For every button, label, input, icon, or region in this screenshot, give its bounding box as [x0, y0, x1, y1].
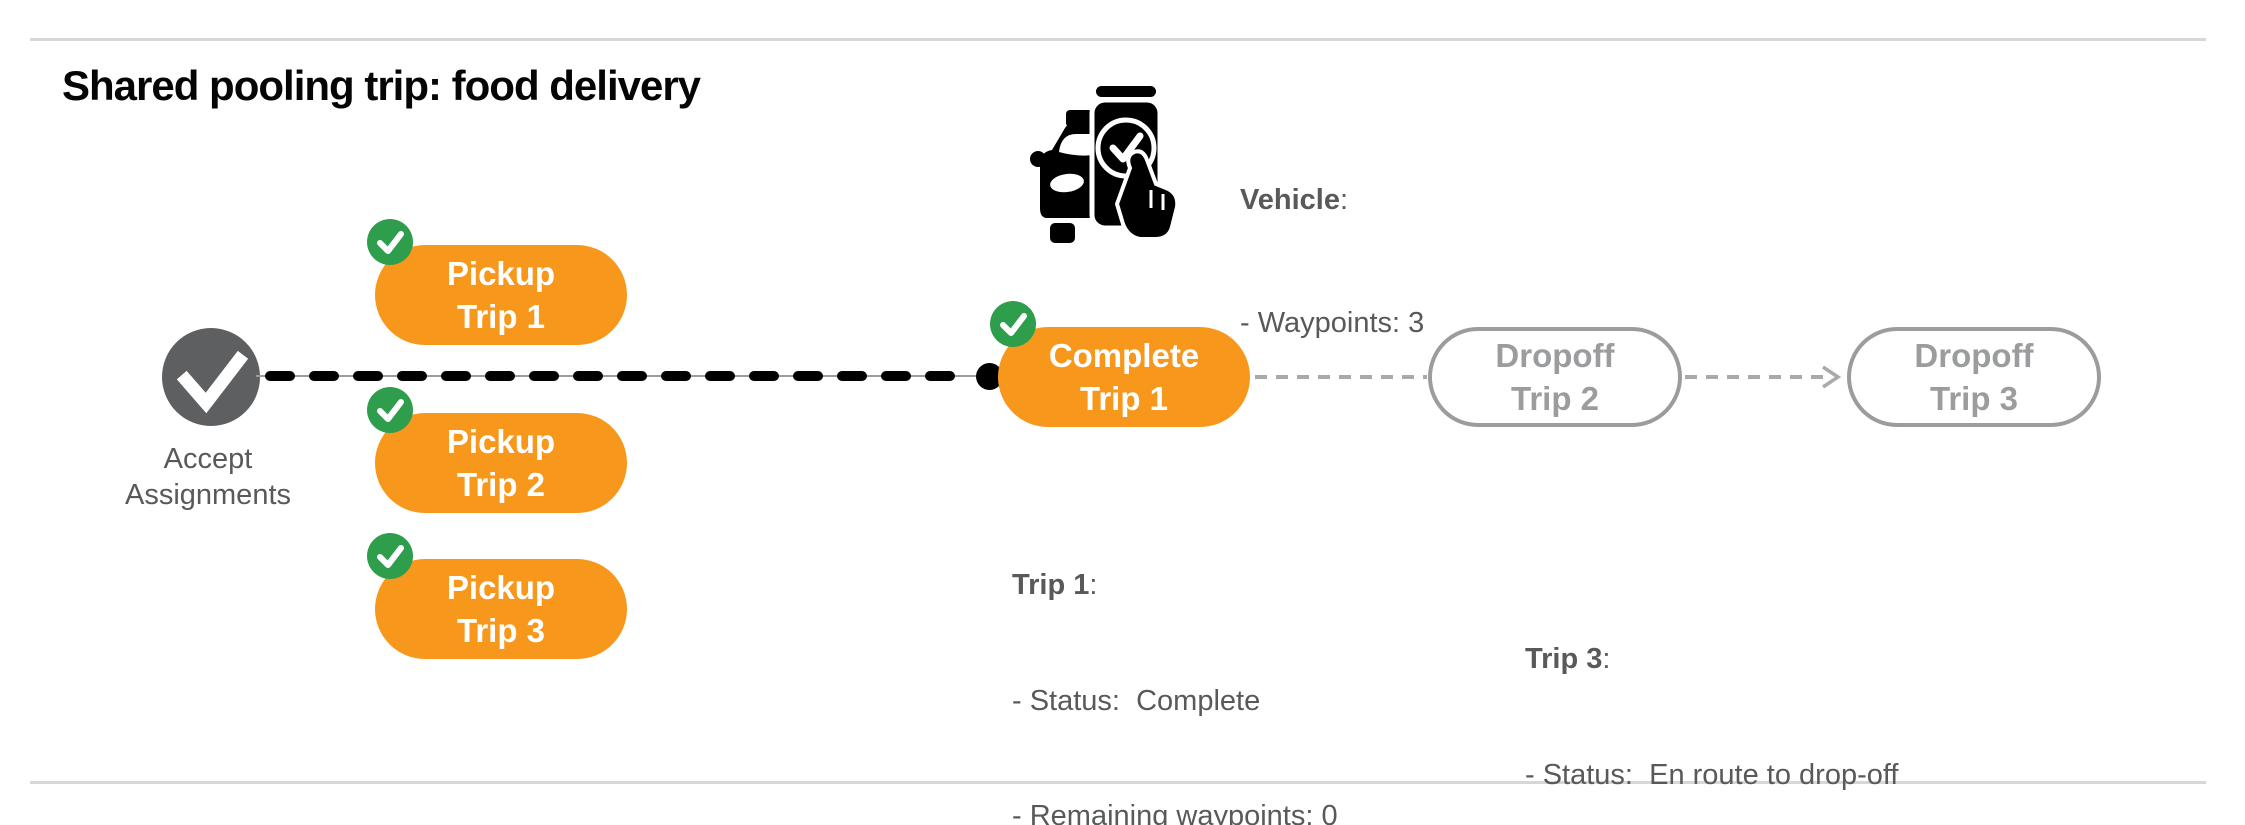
check-badge-icon	[377, 399, 404, 422]
accept-assignments-label: Accept Assignments	[124, 443, 291, 511]
trip-1-waypoints-line: - Remaining waypoints: 0	[1012, 800, 1338, 825]
vehicle-label: Vehicle	[1240, 184, 1340, 216]
vehicle-label-colon: :	[1339, 184, 1349, 216]
pickup-trip-3-node: Pickup Trip 3	[367, 533, 627, 659]
check-badge-icon	[377, 545, 404, 568]
trip-1-status-line: - Status: Complete	[1012, 684, 1261, 717]
check-badge-icon	[1000, 313, 1027, 336]
vehicle-waypoints: - Waypoints: 3	[1240, 307, 1425, 339]
completed-check-badge	[990, 301, 1036, 347]
trip-3-status-line: - Status: En route to drop-off	[1525, 758, 1899, 791]
completed-check-badge	[367, 533, 413, 579]
completed-check-badge	[367, 219, 413, 265]
trip-3-status-title: Trip 3:	[1525, 643, 1611, 675]
vehicle-label-line: Vehicle:	[1240, 180, 1424, 221]
dropoff-trip-2-node: Dropoff Trip 2	[1428, 327, 1682, 427]
complete-trip-1-node: Complete Trip 1	[990, 301, 1250, 427]
dropoff-trip-3-node: Dropoff Trip 3	[1847, 327, 2101, 427]
vehicle-info: Vehicle: - Waypoints: 3	[1240, 98, 1424, 426]
check-icon	[176, 350, 249, 414]
completed-check-badge	[367, 387, 413, 433]
bottom-divider	[30, 781, 2206, 784]
trip-status-block-right: Trip 3: - Status: En route to drop-off -…	[1525, 563, 1898, 825]
trip-status-block-left: Trip 1: - Status: Complete - Remaining w…	[1012, 489, 1385, 825]
check-badge-icon	[377, 231, 404, 254]
dropoff2-to-dropoff3-connector	[1685, 365, 1842, 389]
arrow-right-icon	[1822, 365, 1842, 389]
pickup-trip-2-node: Pickup Trip 2	[367, 387, 627, 513]
trip-1-status-title: Trip 1:	[1012, 569, 1098, 601]
complete-to-dropoff2-connector	[1255, 375, 1427, 379]
top-divider	[30, 38, 2206, 41]
accept-assignments-node	[162, 328, 260, 426]
pickup-trip-1-node: Pickup Trip 1	[367, 219, 627, 345]
car-phone-check-icon	[1030, 86, 1180, 243]
page-title: Shared pooling trip: food delivery	[62, 62, 701, 109]
accept-to-complete-connector	[256, 371, 978, 381]
